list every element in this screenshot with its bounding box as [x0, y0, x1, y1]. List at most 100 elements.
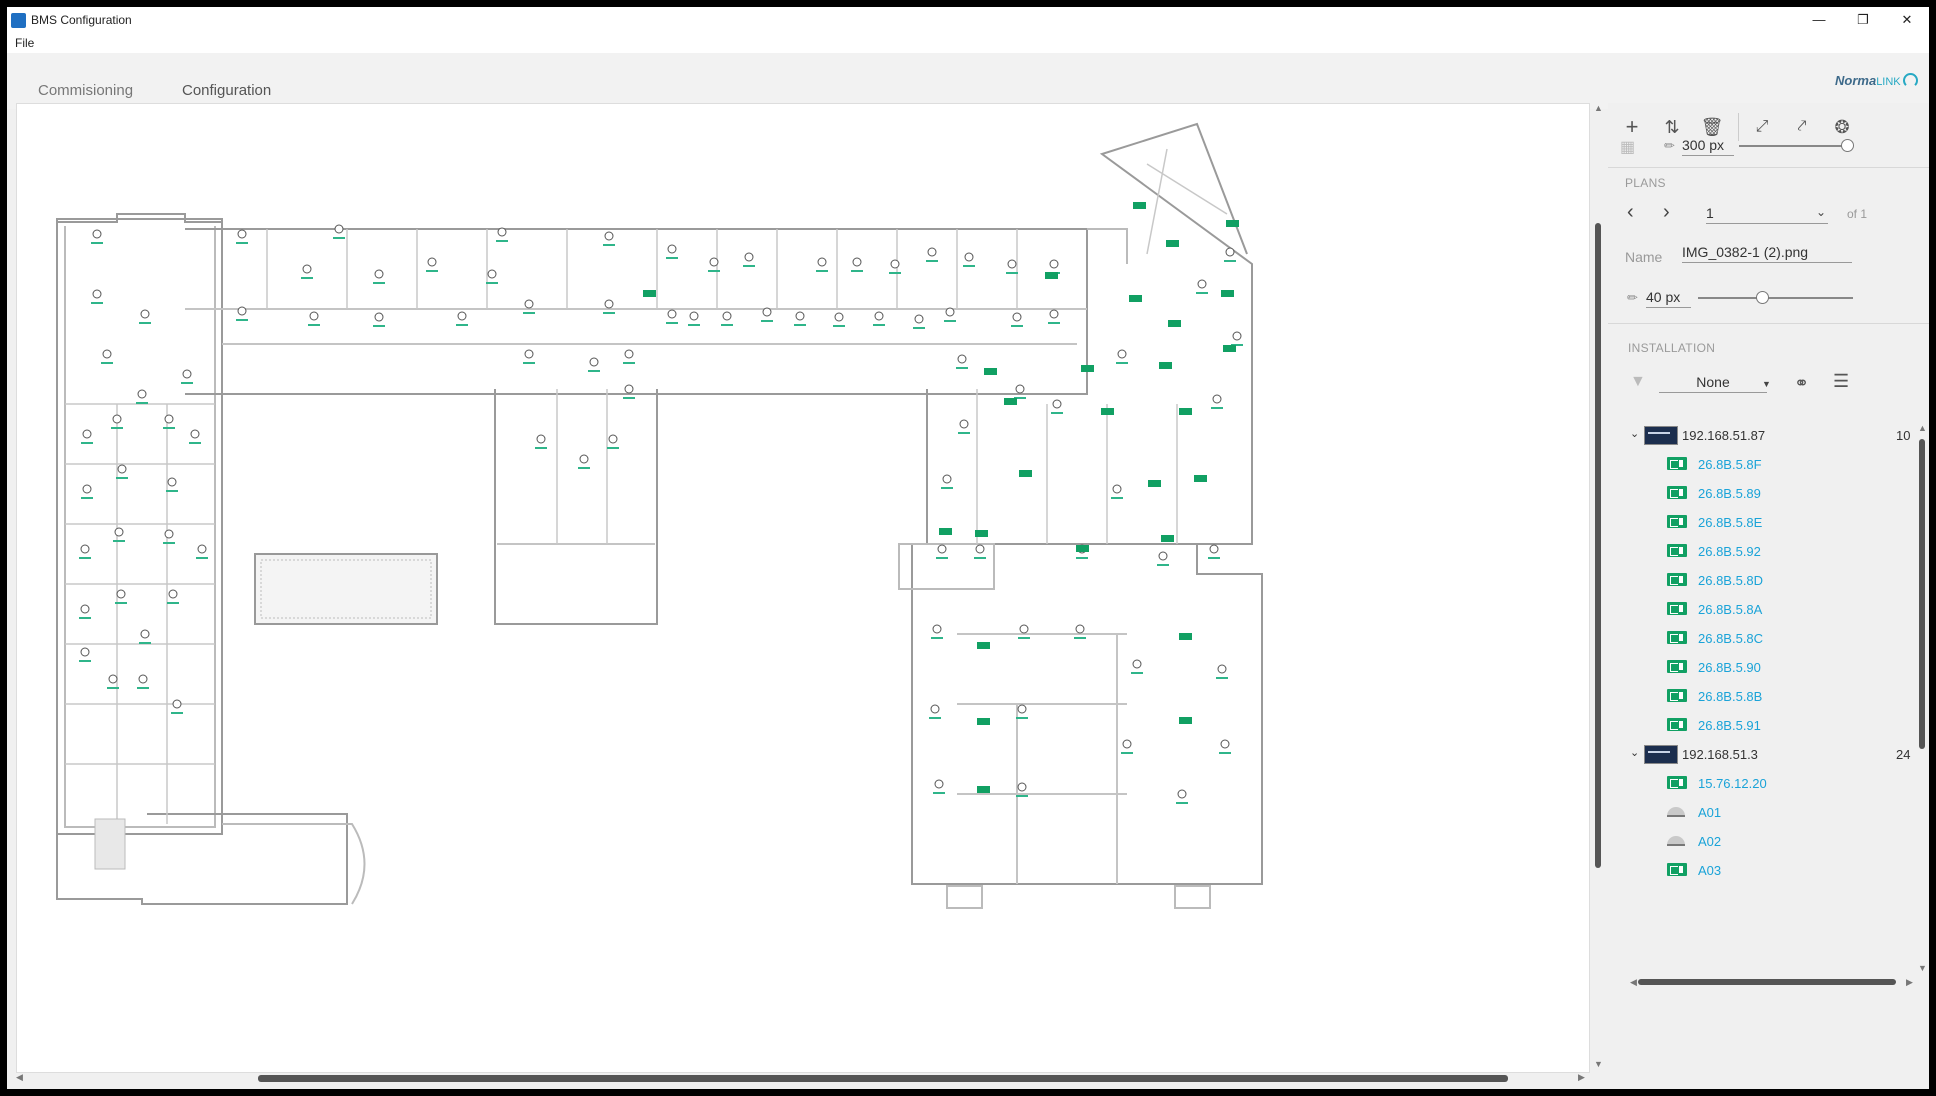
luminaire-marker[interactable] — [623, 384, 635, 399]
tree-scroll-thumb[interactable] — [1919, 439, 1925, 749]
filter-icon[interactable]: ▼ — [1630, 373, 1646, 390]
exit-sign-marker[interactable] — [1223, 345, 1236, 352]
luminaire-marker[interactable] — [1048, 309, 1060, 324]
luminaire-marker[interactable] — [137, 674, 149, 689]
luminaire-marker[interactable] — [116, 464, 128, 479]
luminaire-marker[interactable] — [1196, 279, 1208, 294]
luminaire-marker[interactable] — [933, 779, 945, 794]
luminaire-marker[interactable] — [91, 229, 103, 244]
luminaire-marker[interactable] — [1211, 394, 1223, 409]
exit-sign-marker[interactable] — [1148, 480, 1161, 487]
canvas-vertical-scrollbar[interactable]: ▲ ▼ — [1594, 103, 1603, 1069]
luminaire-marker[interactable] — [926, 247, 938, 262]
luminaire-marker[interactable] — [81, 429, 93, 444]
luminaire-marker[interactable] — [523, 299, 535, 314]
chevron-right-icon[interactable]: › — [1663, 201, 1670, 223]
list-icon[interactable]: ☰ — [1833, 371, 1850, 391]
tree-luminaire-row[interactable]: A03 — [1620, 858, 1915, 882]
luminaire-marker[interactable] — [1011, 312, 1023, 327]
luminaire-marker[interactable] — [607, 434, 619, 449]
luminaire-marker[interactable] — [373, 312, 385, 327]
luminaire-marker[interactable] — [1048, 259, 1060, 274]
exit-sign-marker[interactable] — [1019, 470, 1032, 477]
exit-sign-marker[interactable] — [1004, 398, 1017, 405]
luminaire-marker[interactable] — [588, 357, 600, 372]
luminaire-marker[interactable] — [301, 264, 313, 279]
luminaire-marker[interactable] — [101, 349, 113, 364]
tree-luminaire-row[interactable]: 26.8B.5.90 — [1620, 655, 1915, 679]
close-button[interactable]: ✕ — [1901, 12, 1913, 27]
luminaire-marker[interactable] — [166, 477, 178, 492]
grid-size-field[interactable]: 300 px — [1682, 137, 1734, 156]
luminaire-marker[interactable] — [929, 704, 941, 719]
luminaire-marker[interactable] — [931, 624, 943, 639]
luminaire-marker[interactable] — [79, 544, 91, 559]
luminaire-marker[interactable] — [189, 429, 201, 444]
icon-size-slider-knob[interactable] — [1756, 291, 1769, 304]
luminaire-marker[interactable] — [936, 544, 948, 559]
luminaire-marker[interactable] — [456, 311, 468, 326]
luminaire-marker[interactable] — [163, 414, 175, 429]
luminaire-marker[interactable] — [743, 252, 755, 267]
exit-sign-marker[interactable] — [643, 290, 656, 297]
luminaire-marker[interactable] — [1111, 484, 1123, 499]
luminaire-marker[interactable] — [535, 434, 547, 449]
tree-luminaire-row[interactable]: 26.8B.5.92 — [1620, 539, 1915, 563]
icon-size-slider[interactable] — [1698, 297, 1853, 299]
canvas-horizontal-scroll-thumb[interactable] — [258, 1075, 1508, 1082]
luminaire-marker[interactable] — [486, 269, 498, 284]
luminaire-marker[interactable] — [956, 354, 968, 369]
luminaire-marker[interactable] — [889, 259, 901, 274]
luminaire-marker[interactable] — [761, 307, 773, 322]
luminaire-marker[interactable] — [333, 224, 345, 239]
exit-sign-marker[interactable] — [1194, 475, 1207, 482]
luminaire-marker[interactable] — [666, 244, 678, 259]
menu-file[interactable]: File — [15, 36, 35, 50]
luminaire-marker[interactable] — [111, 414, 123, 429]
luminaire-marker[interactable] — [115, 589, 127, 604]
luminaire-marker[interactable] — [167, 589, 179, 604]
tree-luminaire-row[interactable]: A02 — [1620, 829, 1915, 853]
tree-horizontal-scrollbar[interactable]: ◀ ▶ — [1630, 977, 1913, 987]
luminaire-marker[interactable] — [851, 257, 863, 272]
tree-luminaire-row[interactable]: 26.8B.5.8A — [1620, 597, 1915, 621]
exit-sign-marker[interactable] — [1221, 290, 1234, 297]
luminaire-marker[interactable] — [163, 529, 175, 544]
luminaire-marker[interactable] — [171, 699, 183, 714]
grid-icon[interactable]: ▦ — [1620, 139, 1636, 156]
exit-sign-marker[interactable] — [1159, 362, 1172, 369]
exit-sign-marker[interactable] — [977, 642, 990, 649]
exit-sign-marker[interactable] — [1166, 240, 1179, 247]
exit-sign-marker[interactable] — [939, 528, 952, 535]
luminaire-marker[interactable] — [196, 544, 208, 559]
luminaire-marker[interactable] — [873, 311, 885, 326]
luminaire-marker[interactable] — [308, 311, 320, 326]
tree-luminaire-row[interactable]: 26.8B.5.89 — [1620, 481, 1915, 505]
tree-horizontal-scroll-thumb[interactable] — [1638, 979, 1896, 985]
luminaire-marker[interactable] — [426, 257, 438, 272]
luminaire-marker[interactable] — [1074, 624, 1086, 639]
luminaire-marker[interactable] — [603, 231, 615, 246]
luminaire-marker[interactable] — [1219, 739, 1231, 754]
canvas-vertical-scroll-thumb[interactable] — [1595, 223, 1601, 868]
luminaire-marker[interactable] — [1014, 384, 1026, 399]
luminaire-marker[interactable] — [721, 311, 733, 326]
tab-configuration[interactable]: Configuration — [182, 82, 272, 99]
chevron-down-icon[interactable]: ⌄ — [1630, 428, 1640, 440]
luminaire-marker[interactable] — [1176, 789, 1188, 804]
chevron-down-icon[interactable]: ⌄ — [1630, 747, 1640, 759]
canvas-horizontal-scrollbar[interactable]: ◀ ▶ — [16, 1072, 1585, 1082]
luminaire-marker[interactable] — [708, 257, 720, 272]
tab-commissioning[interactable]: Commisioning — [38, 82, 134, 99]
luminaire-marker[interactable] — [1121, 739, 1133, 754]
luminaire-marker[interactable] — [958, 419, 970, 434]
luminaire-marker[interactable] — [623, 349, 635, 364]
luminaire-marker[interactable] — [91, 289, 103, 304]
luminaire-marker[interactable] — [833, 312, 845, 327]
exit-sign-marker[interactable] — [977, 786, 990, 793]
exit-sign-marker[interactable] — [1045, 272, 1058, 279]
tree-luminaire-row[interactable]: A01 — [1620, 800, 1915, 824]
tree-luminaire-row[interactable]: 26.8B.5.8B — [1620, 684, 1915, 708]
luminaire-marker[interactable] — [107, 674, 119, 689]
